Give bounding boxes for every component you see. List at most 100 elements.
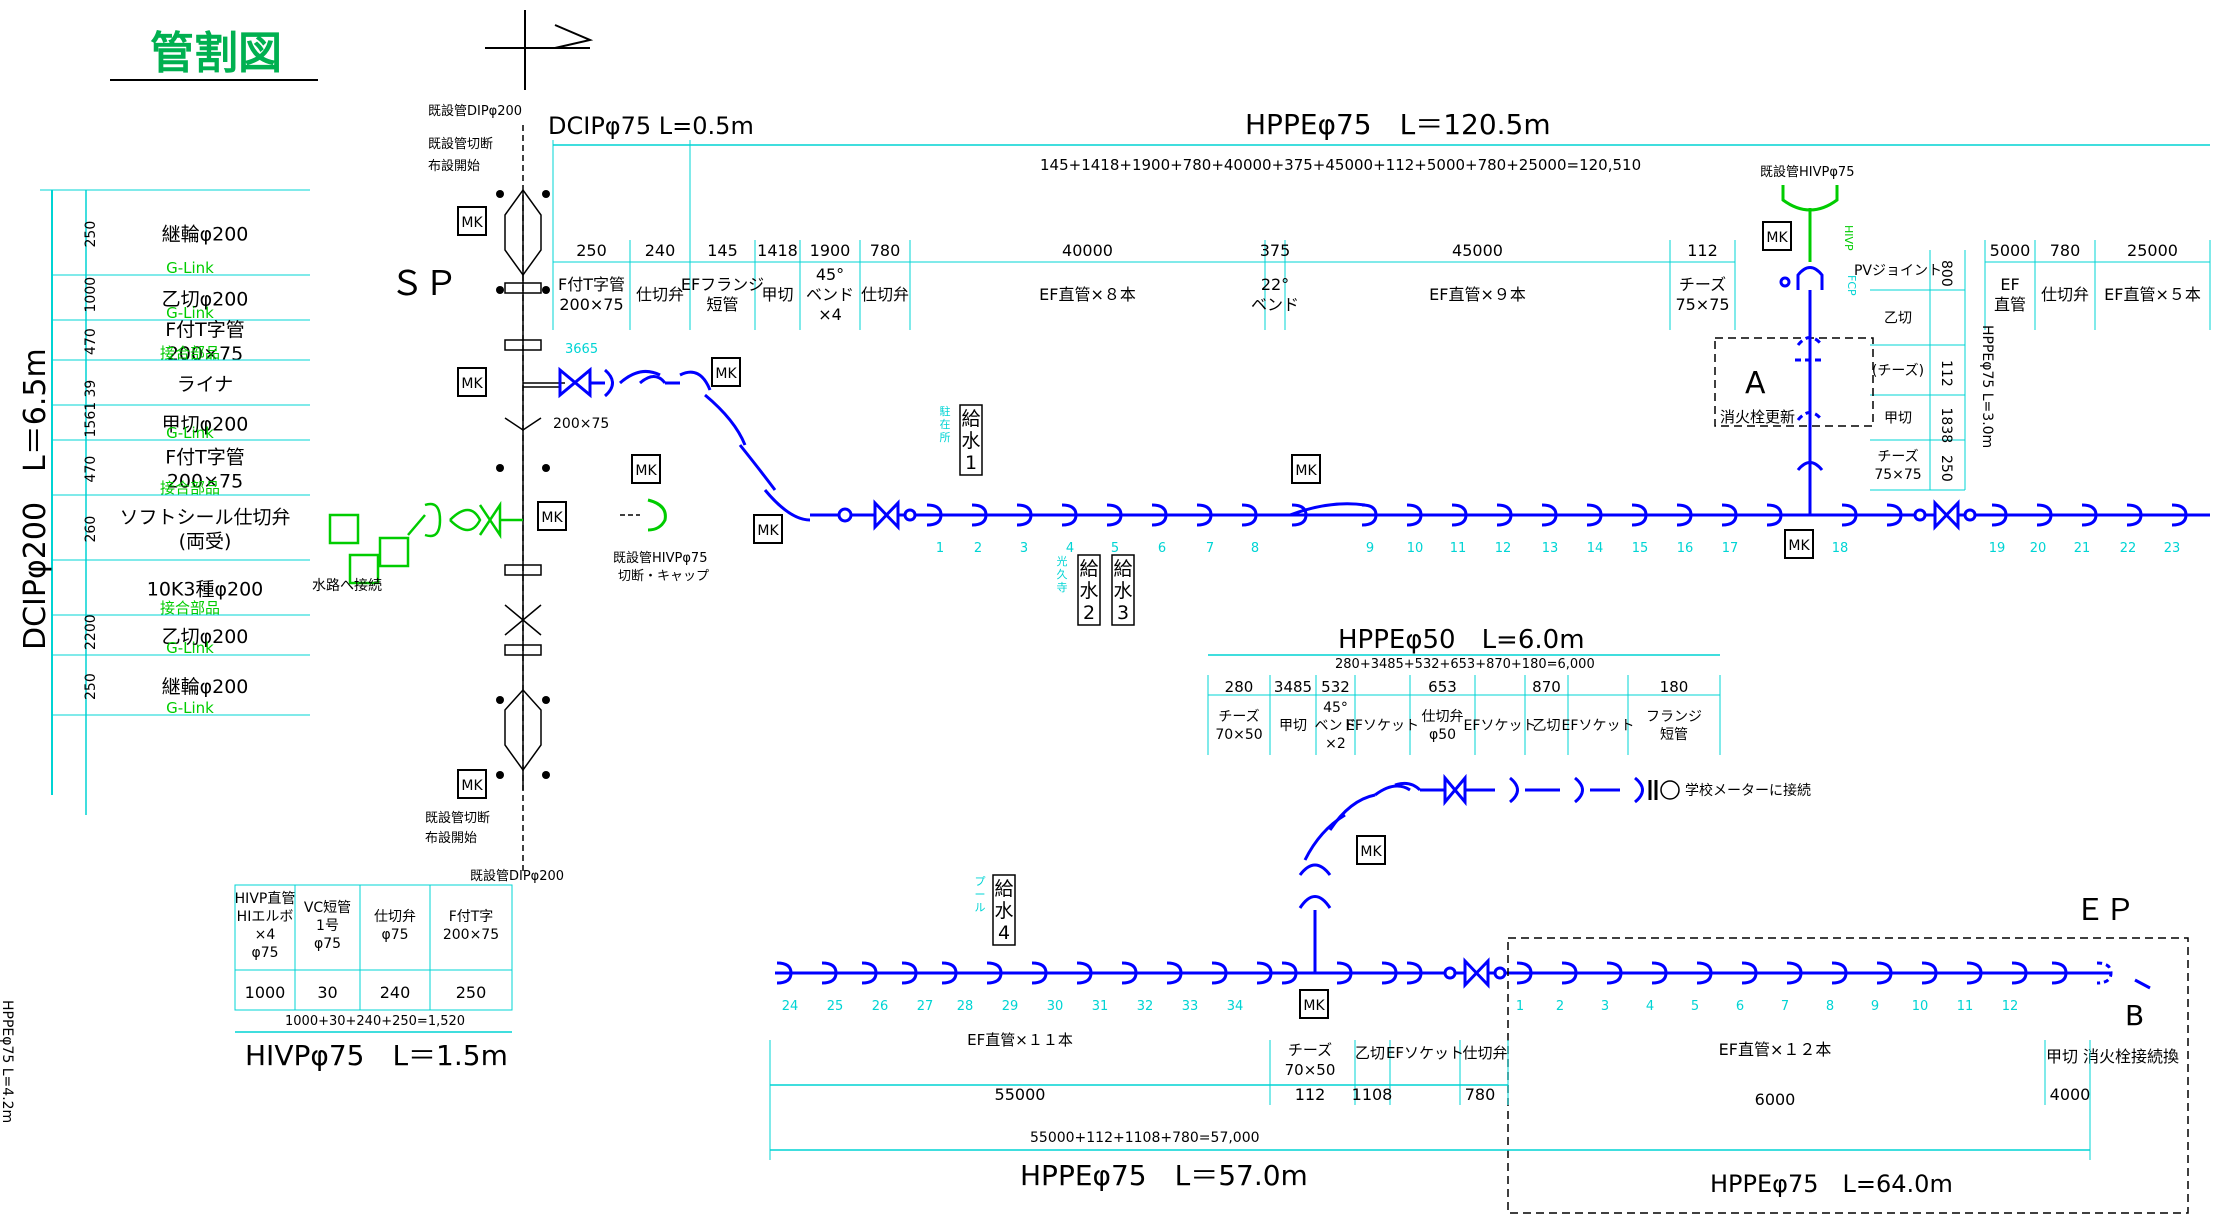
ef-joint bbox=[2036, 503, 2053, 527]
top-name: 仕切弁 bbox=[636, 285, 684, 304]
ef-joint bbox=[1406, 503, 1423, 527]
hydrant-update-label: 消火栓更新 bbox=[1720, 408, 1795, 426]
top-name: EF直管×９本 bbox=[1429, 285, 1526, 304]
top2-name: EF直管×５本 bbox=[2104, 285, 2201, 304]
joint-number: 8 bbox=[1251, 541, 1259, 556]
hppe64-length: HPPEφ75 L=64.0m bbox=[1710, 1170, 1953, 1198]
joint-number: 11 bbox=[1450, 541, 1467, 556]
joint-number: 22 bbox=[2120, 541, 2137, 556]
ef-joint bbox=[1496, 503, 1513, 527]
hppe-side-vertical: HPPEφ75 L=3.0m bbox=[1979, 325, 1995, 448]
mk-marker: MK bbox=[1356, 835, 1386, 865]
mk-marker: MK bbox=[457, 206, 487, 236]
joint-number: 10 bbox=[1912, 999, 1929, 1014]
joint-number: 6 bbox=[1736, 999, 1744, 1014]
bottom-dim: 780 bbox=[1465, 1085, 1496, 1104]
hivp-dim: 1000 bbox=[245, 983, 286, 1002]
joint-number: 13 bbox=[1542, 541, 1559, 556]
mk-label: MK bbox=[461, 215, 483, 231]
row-name: 継輪φ200 bbox=[162, 676, 249, 698]
hppe-main-sum: 145+1418+1900+780+40000+375+45000+112+50… bbox=[1040, 156, 1641, 174]
side-name: 甲切 bbox=[1884, 411, 1912, 427]
hppe50-dim: 180 bbox=[1660, 678, 1689, 696]
ef-joint bbox=[2171, 503, 2188, 527]
ep-name: 甲切 bbox=[2046, 1047, 2078, 1066]
joint-number: 3 bbox=[1020, 541, 1028, 556]
branch-valve-sp bbox=[523, 366, 811, 522]
hppe50-name: EFソケット bbox=[1562, 718, 1635, 734]
row-name: 乙切φ200 bbox=[162, 626, 249, 648]
row-dim: 470 bbox=[83, 328, 99, 355]
joint-number: 34 bbox=[1227, 999, 1244, 1014]
row-name: ソフトシール仕切弁(両受) bbox=[119, 507, 290, 553]
ef-joint bbox=[1631, 503, 1648, 527]
joint-number: 20 bbox=[2030, 541, 2047, 556]
top-name: EF直管×８本 bbox=[1039, 285, 1136, 304]
joint-number: 1 bbox=[1516, 999, 1524, 1014]
hppe50-length: HPPEφ50 L=6.0m bbox=[1338, 625, 1585, 655]
joint-number: 5 bbox=[1111, 541, 1119, 556]
top-dim: 45000 bbox=[1452, 241, 1503, 260]
mk-marker: MK bbox=[1291, 454, 1321, 484]
top-dim: 250 bbox=[576, 241, 607, 260]
vertical-table-row: 260 ソフトシール仕切弁(両受) bbox=[52, 507, 310, 561]
hppe50-dim: 532 bbox=[1321, 678, 1350, 696]
cut-start-bottom-1: 既設管切断 bbox=[425, 810, 490, 826]
hydrant-riser bbox=[1779, 266, 1825, 515]
waterway-connection bbox=[328, 500, 523, 585]
mk-label: MK bbox=[757, 523, 779, 539]
ef-joint bbox=[1516, 961, 1533, 985]
hppe50-name: EFソケット bbox=[1464, 718, 1537, 734]
side-dim: 112 bbox=[1938, 360, 1954, 387]
ef-joint bbox=[1786, 961, 1803, 985]
joint-number: 3 bbox=[1601, 999, 1609, 1014]
row-dim: 260 bbox=[83, 516, 99, 543]
hppe50-name: 甲切 bbox=[1279, 718, 1307, 734]
hydrant-connect-label: 消火栓接続換 bbox=[2083, 1047, 2179, 1066]
row-dim: 250 bbox=[83, 673, 99, 700]
row-sep: 接合部品 bbox=[160, 344, 220, 362]
ef-joint bbox=[1016, 503, 1033, 527]
ef-joint bbox=[1196, 503, 1213, 527]
joint-number: 16 bbox=[1677, 541, 1694, 556]
cut-start-bottom-2: 布設開始 bbox=[425, 830, 477, 846]
joint-number: 9 bbox=[1871, 999, 1879, 1014]
a-label: A bbox=[1745, 366, 1766, 401]
area-a: A 消火栓更新 bbox=[1714, 337, 1874, 427]
hppe-main-length: HPPEφ75 L＝120.5m bbox=[1245, 108, 1551, 141]
row-name: 乙切φ200 bbox=[162, 289, 249, 311]
joint-number: 2 bbox=[974, 541, 982, 556]
ef-joint bbox=[941, 961, 958, 985]
school-meter-label: 学校メーターに接続 bbox=[1685, 782, 1811, 799]
hppe50-branch bbox=[1298, 773, 1680, 973]
b-label: B bbox=[2125, 999, 2144, 1032]
ef-joint bbox=[971, 503, 988, 527]
hivp-vertical: HIVP bbox=[1842, 225, 1855, 251]
existing-hivp-top-right bbox=[1781, 185, 1839, 262]
row-sep: G-Link bbox=[166, 259, 214, 277]
joint-number: 7 bbox=[1781, 999, 1789, 1014]
top2-dim: 5000 bbox=[1990, 241, 2031, 260]
